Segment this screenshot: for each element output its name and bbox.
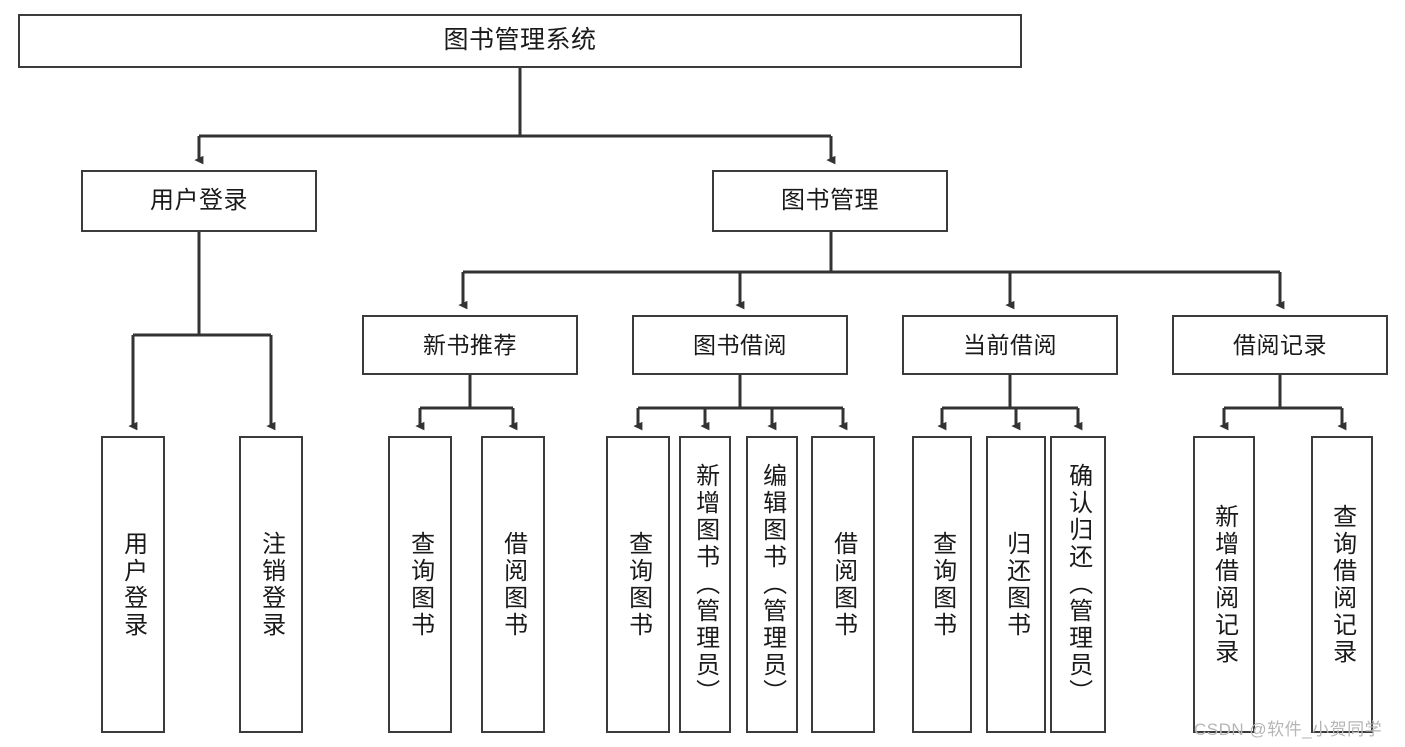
edge-group-book-borrow: [633, 375, 848, 431]
node-label: 借阅图书: [499, 530, 527, 639]
node-label: 查询图书: [406, 530, 434, 639]
node-label: 图书借阅: [693, 331, 787, 358]
node-label: 当前借阅: [963, 331, 1057, 358]
node-label: 新增借阅记录: [1210, 503, 1238, 666]
node-label: 图书管理: [781, 187, 879, 214]
node-leaf-borrow-book-recommend[interactable]: 借阅图书: [481, 436, 545, 733]
node-label: 编辑图书（管理员）: [758, 463, 786, 706]
node-leaf-return-book[interactable]: 归还图书: [986, 436, 1046, 733]
node-leaf-add-borrow-record[interactable]: 新增借阅记录: [1193, 436, 1255, 733]
node-user-login[interactable]: 用户登录: [81, 170, 317, 232]
node-leaf-query-book-borrow[interactable]: 查询图书: [606, 436, 670, 733]
edge-group-book-manage: [458, 232, 1285, 310]
edge-group-borrow-record: [1219, 375, 1347, 431]
node-leaf-confirm-return-admin[interactable]: 确认归还（管理员）: [1050, 436, 1106, 733]
node-label: 查询图书: [928, 530, 956, 639]
node-label: 确认归还（管理员）: [1064, 463, 1092, 706]
node-label: 注销登录: [257, 530, 285, 639]
node-leaf-add-book-admin[interactable]: 新增图书（管理员）: [679, 436, 731, 733]
node-label: 查询图书: [624, 530, 652, 639]
node-root-system[interactable]: 图书管理系统: [18, 14, 1022, 68]
node-current-borrow[interactable]: 当前借阅: [902, 315, 1118, 375]
node-label: 图书管理系统: [443, 26, 597, 55]
node-label: 查询借阅记录: [1328, 503, 1356, 666]
node-label: 用户登录: [150, 187, 248, 214]
node-leaf-user-login[interactable]: 用户登录: [101, 436, 165, 733]
node-leaf-query-borrow-record[interactable]: 查询借阅记录: [1311, 436, 1373, 733]
node-label: 借阅图书: [829, 530, 857, 639]
node-book-borrow[interactable]: 图书借阅: [632, 315, 848, 375]
node-book-manage[interactable]: 图书管理: [712, 170, 948, 232]
node-label: 新增图书（管理员）: [691, 463, 719, 706]
node-leaf-borrow-book[interactable]: 借阅图书: [811, 436, 875, 733]
node-label: 归还图书: [1002, 530, 1030, 639]
node-label: 新书推荐: [423, 331, 517, 358]
edge-group-root: [194, 68, 836, 165]
edge-group-user-login: [128, 232, 276, 431]
node-leaf-edit-book-admin[interactable]: 编辑图书（管理员）: [746, 436, 798, 733]
edge-group-new-book-recommend: [415, 375, 518, 431]
node-label: 借阅记录: [1233, 331, 1327, 358]
node-label: 用户登录: [119, 530, 147, 639]
node-leaf-user-logout[interactable]: 注销登录: [239, 436, 303, 733]
csdn-watermark: CSDN @软件_小贺同学: [1194, 720, 1383, 739]
edge-group-current-borrow: [937, 375, 1083, 431]
node-leaf-query-book-recommend[interactable]: 查询图书: [388, 436, 452, 733]
node-new-book-recommend[interactable]: 新书推荐: [362, 315, 578, 375]
node-leaf-query-book-current[interactable]: 查询图书: [912, 436, 972, 733]
node-borrow-record[interactable]: 借阅记录: [1172, 315, 1388, 375]
